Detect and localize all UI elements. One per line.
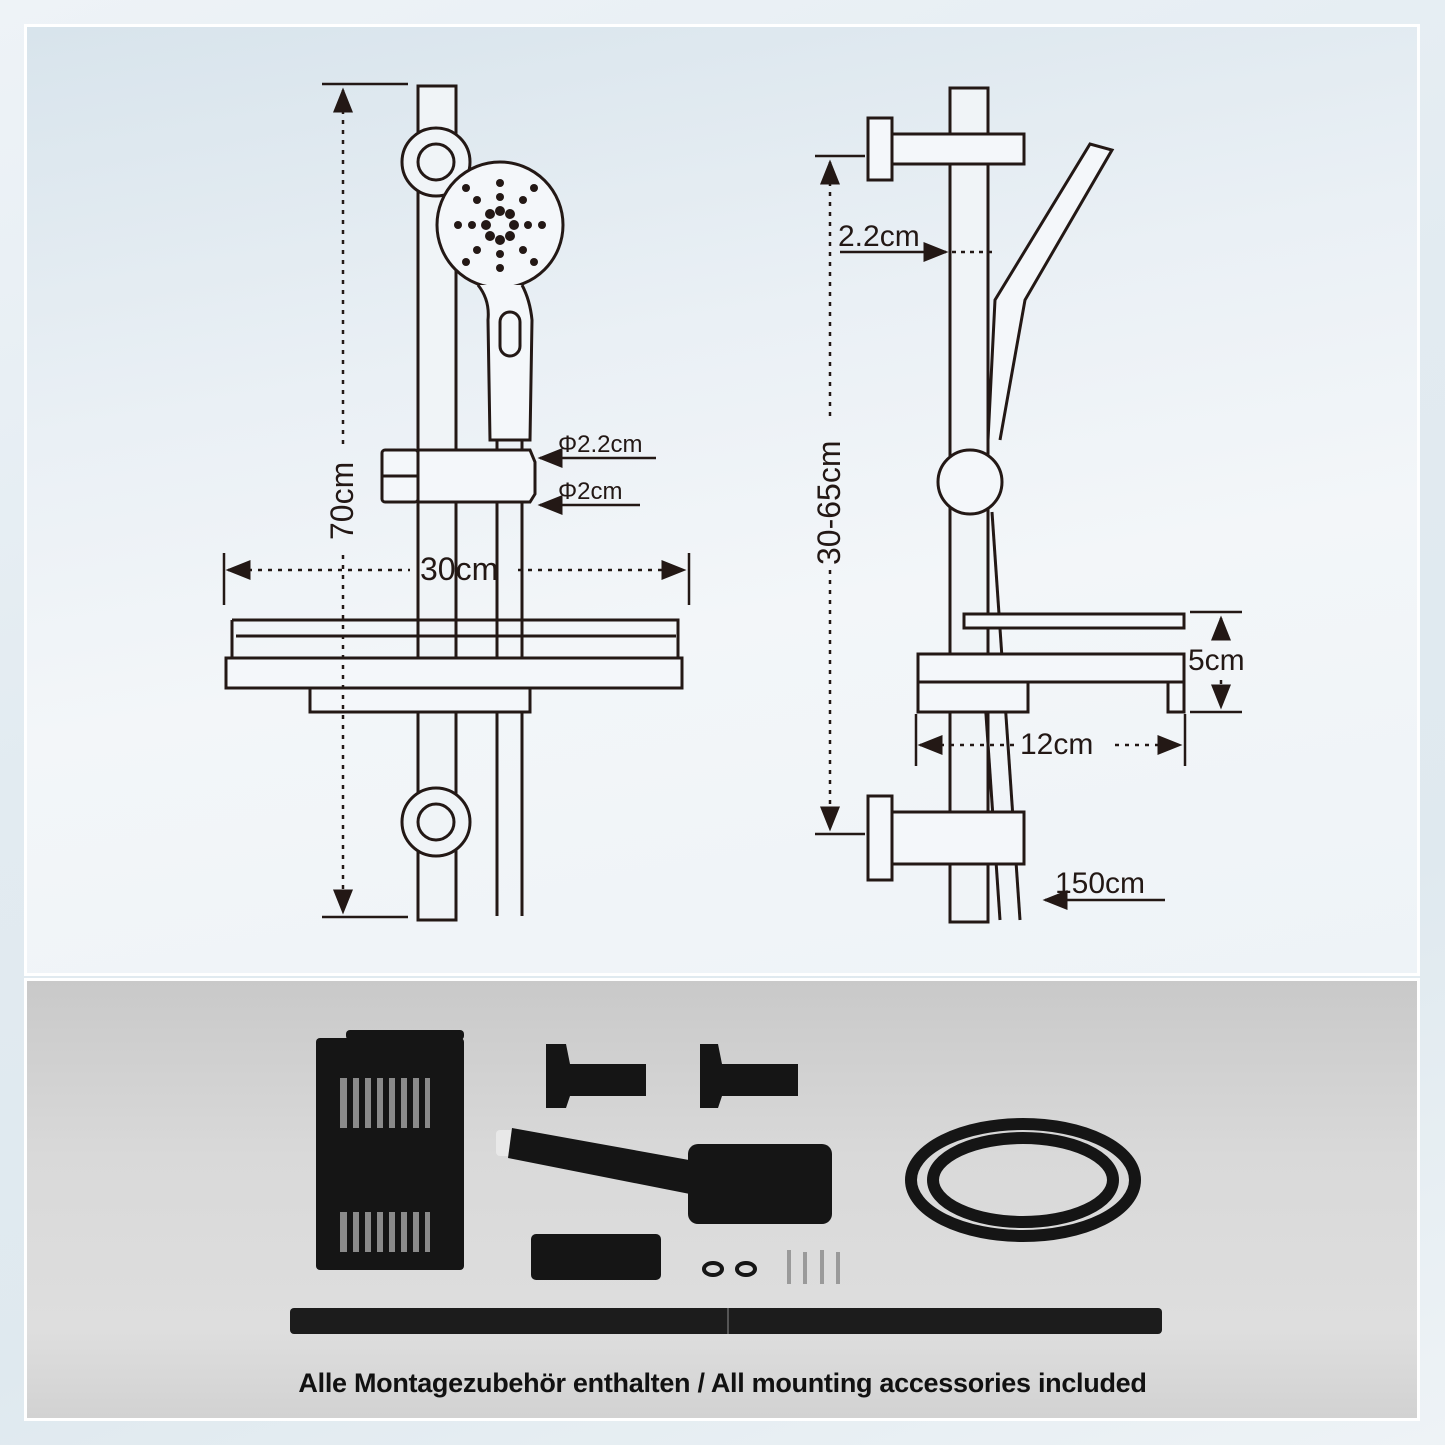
side-dimensions xyxy=(815,154,1242,910)
adjust-range-label: 30-65cm xyxy=(811,441,847,566)
hand-shower xyxy=(496,1128,832,1224)
wall-bracket-left xyxy=(546,1044,646,1108)
slider-diameter-label: Φ2.2cm xyxy=(558,431,643,458)
width-30cm-label: 30cm xyxy=(420,551,498,587)
wall-bracket-right xyxy=(700,1044,798,1108)
accessories-caption: Alle Montagezubehör enthalten / All moun… xyxy=(298,1368,1147,1398)
slide-rail xyxy=(290,1308,1162,1334)
rail-offset-label: 2.2cm xyxy=(838,220,920,253)
technical-drawing-panel xyxy=(24,24,1420,976)
shelf-basket xyxy=(316,1030,464,1270)
shelf-depth-label: 12cm xyxy=(1020,728,1093,761)
washers xyxy=(702,1261,757,1277)
shower-hose xyxy=(905,1118,1141,1242)
hose-length-label: 150cm xyxy=(1055,867,1145,900)
front-view-drawing xyxy=(224,84,684,922)
rail-diameter-label: Φ2cm xyxy=(558,478,623,505)
screws-and-dowels xyxy=(787,1250,840,1284)
side-view-drawing xyxy=(866,86,1186,924)
slider-holder xyxy=(531,1234,661,1280)
height-70cm-label: 70cm xyxy=(324,462,360,540)
shelf-height-label: 5cm xyxy=(1188,644,1245,677)
front-dimensions xyxy=(222,82,691,919)
spray-nozzles xyxy=(454,179,546,272)
